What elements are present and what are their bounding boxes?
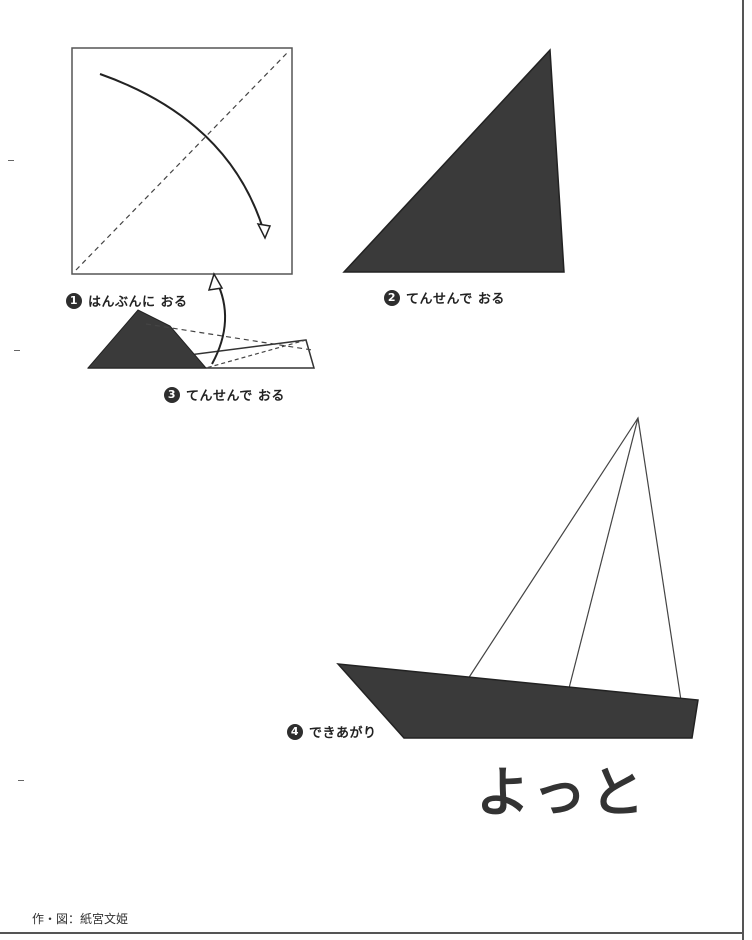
edge-mark bbox=[14, 350, 20, 351]
folded-corner bbox=[86, 309, 208, 369]
step-3-text: てんせんで おる bbox=[186, 389, 285, 404]
sail bbox=[465, 416, 685, 721]
edge-mark bbox=[8, 160, 14, 161]
sail-fold-line bbox=[565, 417, 639, 701]
fold-line-dashed bbox=[145, 323, 313, 351]
fold-arrow bbox=[99, 73, 265, 233]
step-2-number: 2 bbox=[384, 289, 400, 306]
step-4-caption: 4 できあがり bbox=[287, 722, 377, 741]
fold-line-dashed bbox=[75, 51, 289, 271]
triangle-paper bbox=[342, 48, 565, 273]
step-1-caption: 1 はんぶんに おる bbox=[66, 291, 188, 310]
model-title: よっと bbox=[476, 761, 649, 824]
edge-mark bbox=[18, 780, 24, 781]
step-2-text: てんせんで おる bbox=[406, 292, 505, 307]
credit-text: 作・図：紙宮文姫 bbox=[32, 912, 129, 926]
hull bbox=[336, 663, 699, 739]
step-3-caption: 3 てんせんで おる bbox=[164, 385, 285, 404]
page-border-bottom bbox=[0, 932, 744, 934]
step-1-text: はんぶんに おる bbox=[88, 295, 188, 310]
arrow-head bbox=[207, 272, 224, 291]
arrow-head bbox=[256, 223, 272, 240]
step-3-number: 3 bbox=[164, 386, 180, 403]
step-4-number: 4 bbox=[287, 723, 303, 740]
step-2-caption: 2 てんせんで おる bbox=[384, 288, 505, 307]
step-1-number: 1 bbox=[66, 292, 82, 309]
page-border-right bbox=[742, 0, 744, 940]
step-4-text: できあがり bbox=[309, 726, 377, 741]
fold-line-dashed bbox=[205, 339, 307, 369]
